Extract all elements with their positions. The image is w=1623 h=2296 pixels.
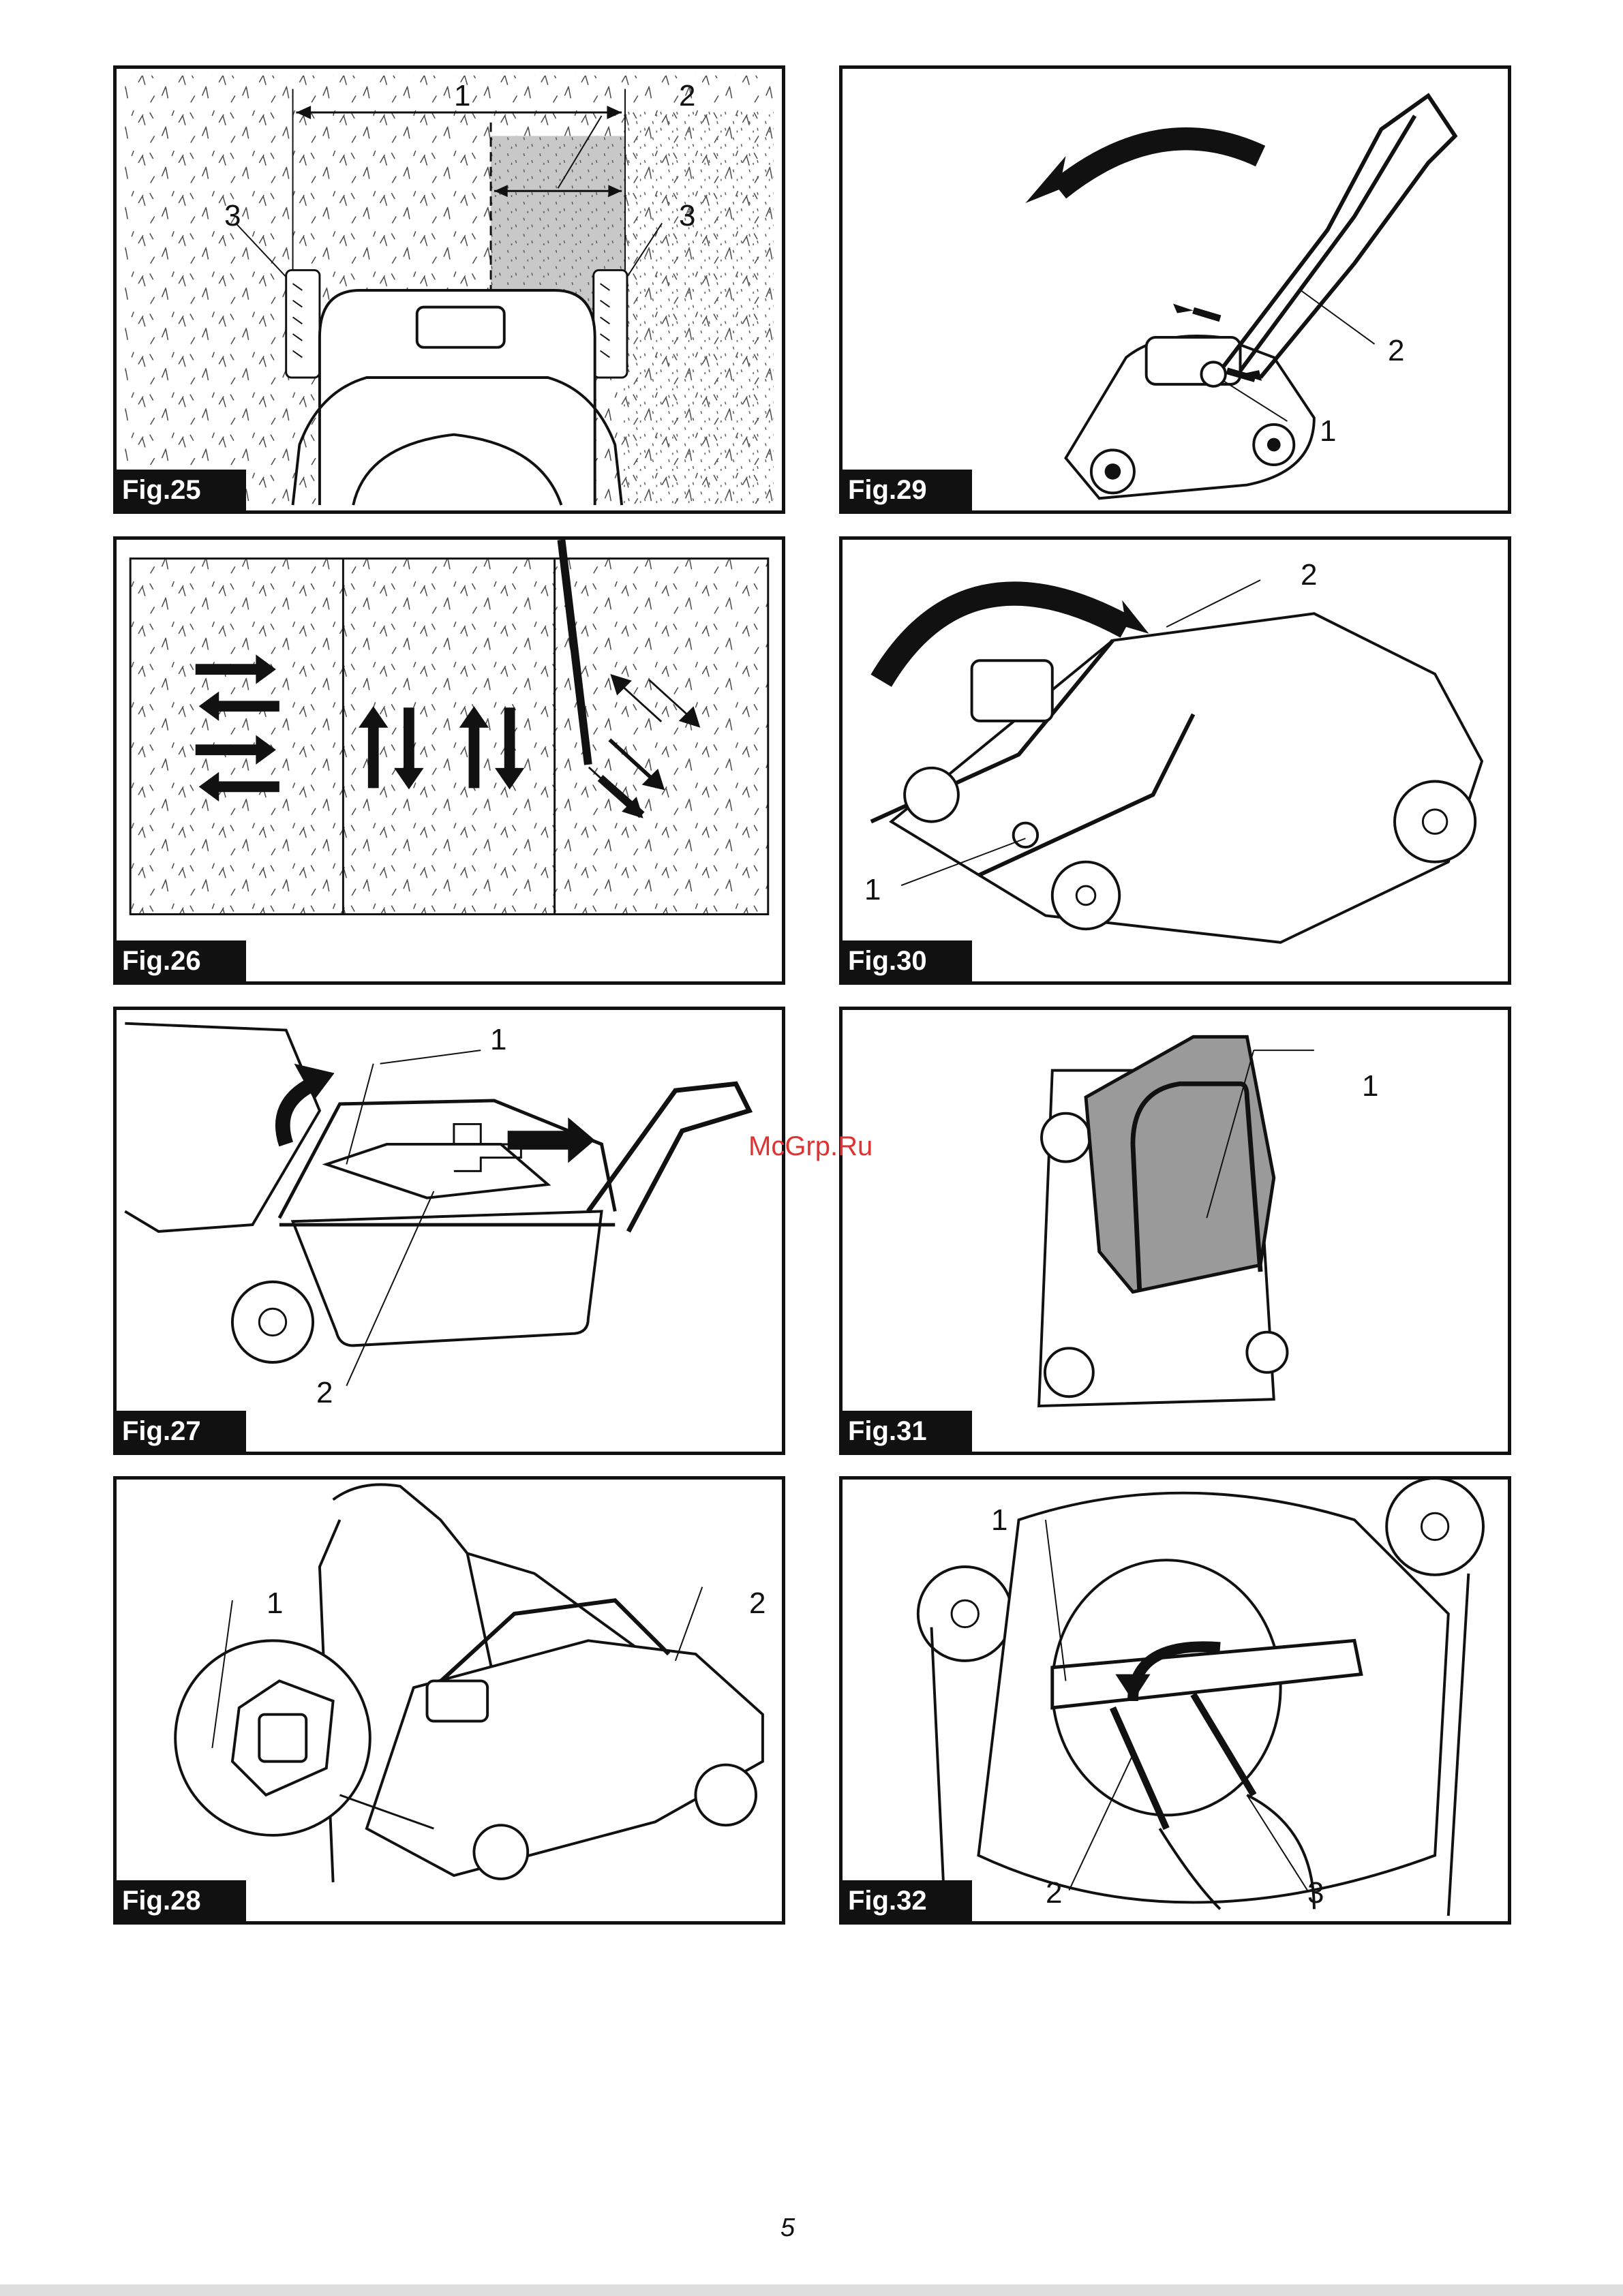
fig25-callout-1: 1 xyxy=(454,81,470,111)
fig32-callout-3: 3 xyxy=(1307,1878,1324,1908)
fig29-callout-1: 1 xyxy=(1320,416,1336,446)
fig27-callout-1: 1 xyxy=(490,1025,506,1055)
fig26-illustration xyxy=(117,540,782,981)
figure-27: 1 2 Fig.27 xyxy=(113,1007,785,1455)
fig31-callout-1: 1 xyxy=(1362,1071,1378,1101)
fig30-callout-1: 1 xyxy=(864,875,881,905)
fig31-illustration xyxy=(843,1010,1508,1452)
fig27-label: Fig.27 xyxy=(117,1411,246,1452)
fig28-callout-1: 1 xyxy=(267,1589,283,1619)
fig25-illustration xyxy=(117,69,782,510)
fig29-illustration xyxy=(843,69,1508,510)
fig25-callout-2: 2 xyxy=(679,81,695,111)
fig25-label: Fig.25 xyxy=(117,470,246,510)
fig31-label: Fig.31 xyxy=(843,1411,972,1452)
figure-31: 1 Fig.31 xyxy=(839,1007,1511,1455)
footer-divider xyxy=(0,2284,1623,2296)
figure-30: 2 1 Fig.30 xyxy=(839,536,1511,985)
fig30-label: Fig.30 xyxy=(843,940,972,981)
figure-28: 1 2 Fig.28 xyxy=(113,1476,785,1925)
page-number: 5 xyxy=(780,2214,795,2243)
figure-26: Fig.26 xyxy=(113,536,785,985)
fig28-callout-2: 2 xyxy=(749,1589,765,1619)
fig28-illustration xyxy=(117,1480,782,1921)
figure-25: 1 2 3 3 Fig.25 xyxy=(113,65,785,514)
fig27-illustration xyxy=(117,1010,782,1452)
fig26-label: Fig.26 xyxy=(117,940,246,981)
fig32-callout-1: 1 xyxy=(991,1505,1007,1535)
watermark: McGrp.Ru xyxy=(748,1131,873,1162)
fig30-illustration xyxy=(843,540,1508,981)
fig30-callout-2: 2 xyxy=(1301,560,1317,590)
fig28-label: Fig.28 xyxy=(117,1880,246,1921)
fig27-callout-2: 2 xyxy=(316,1378,333,1408)
figure-32: 1 2 3 Fig.32 xyxy=(839,1476,1511,1925)
fig29-label: Fig.29 xyxy=(843,470,972,510)
fig29-callout-2: 2 xyxy=(1388,336,1404,366)
fig32-illustration xyxy=(843,1480,1508,1921)
fig25-callout-3-left: 3 xyxy=(224,201,241,231)
figure-29: 2 1 Fig.29 xyxy=(839,65,1511,514)
fig32-callout-2: 2 xyxy=(1046,1878,1062,1908)
fig32-label: Fig.32 xyxy=(843,1880,972,1921)
fig25-callout-3-right: 3 xyxy=(679,201,695,231)
